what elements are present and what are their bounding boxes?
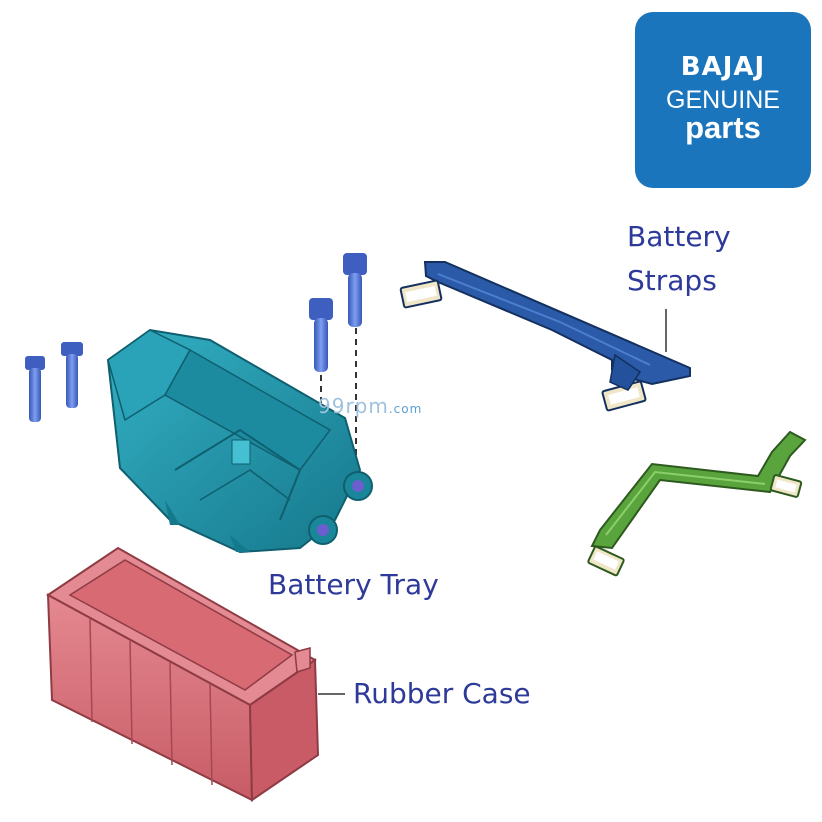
bolt-left-2 bbox=[61, 342, 83, 408]
rubber-case bbox=[46, 546, 320, 802]
label-straps-line1: Battery bbox=[627, 220, 731, 253]
bolt-tray-2 bbox=[343, 253, 367, 327]
logo-genuine: GENUINE bbox=[666, 86, 780, 114]
bolt-left-1 bbox=[25, 356, 45, 422]
battery-tray bbox=[106, 328, 373, 554]
bajaj-genuine-parts-logo: BAJAJ GENUINE parts bbox=[635, 12, 811, 188]
watermark: 99rpm.com bbox=[318, 394, 422, 418]
logo-parts: parts bbox=[685, 110, 761, 145]
bolt-tray-1 bbox=[309, 298, 333, 372]
label-straps-line2: Straps bbox=[627, 264, 717, 297]
logo-brand: BAJAJ bbox=[680, 52, 766, 82]
label-rubber-case: Rubber Case bbox=[353, 677, 531, 710]
watermark-main: 99rpm bbox=[318, 394, 389, 418]
battery-strap-green bbox=[587, 430, 807, 577]
battery-strap-blue bbox=[399, 261, 691, 412]
label-battery-straps: Battery Straps bbox=[627, 215, 797, 303]
watermark-suffix: .com bbox=[388, 402, 423, 416]
label-battery-tray: Battery Tray bbox=[268, 568, 439, 601]
